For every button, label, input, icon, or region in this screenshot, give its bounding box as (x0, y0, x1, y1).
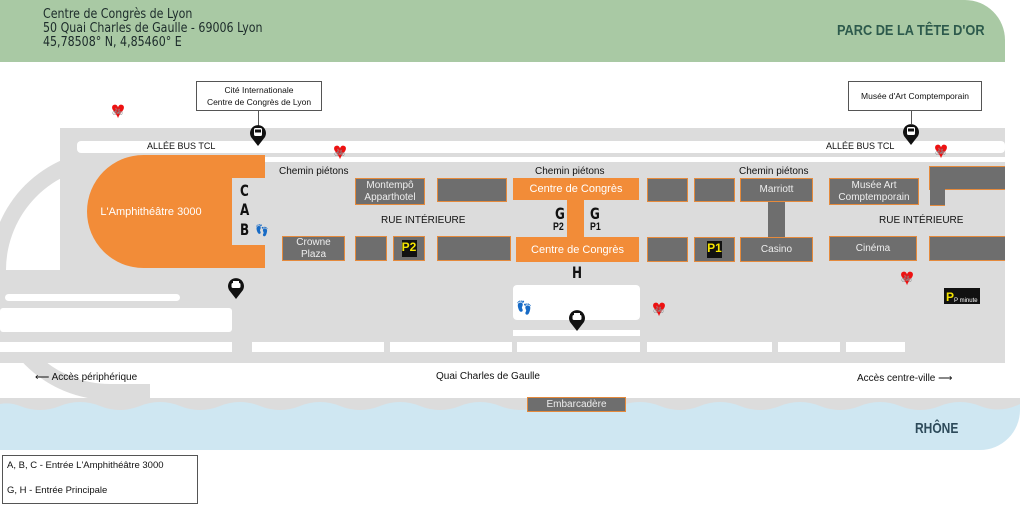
montempo-apparthotel[interactable]: Montempô Apparthotel (355, 178, 425, 205)
entrance-g-p1: G (590, 204, 600, 223)
casino[interactable]: Casino (740, 237, 813, 262)
park-label: PARC DE LA TÊTE D'OR (837, 22, 985, 39)
bus-stop-icon[interactable] (249, 124, 267, 146)
musee-art[interactable]: Musée Art Comptemporain (829, 178, 919, 205)
amphitheatre-label: L'Amphithéâtre 3000 (100, 205, 202, 218)
building (930, 188, 945, 206)
building-label: Marriott (759, 184, 794, 195)
entrance-b: B (240, 220, 250, 239)
bike-station-icon[interactable]: ♥🚲 (651, 295, 667, 322)
bus-lane-label: ALLÉE BUS TCL (826, 141, 895, 151)
congres-connector (567, 199, 584, 239)
legend-line-gh: G, H - Entrée Principale (7, 485, 108, 496)
footprints-icon: 👣 (255, 225, 269, 237)
parking-icon: P2 (401, 240, 417, 257)
lane (0, 342, 232, 352)
bike-station-icon[interactable]: ♥🚲 (899, 264, 915, 291)
bus-stop-icon[interactable] (902, 123, 920, 145)
building-label: Casino (760, 243, 793, 255)
inner-street-label: RUE INTÉRIEURE (381, 215, 466, 226)
callout-line: Cité Internationale (224, 85, 294, 95)
plaza-strip (513, 330, 640, 336)
entrance-a: A (240, 200, 250, 219)
bus-lane (77, 141, 1005, 153)
legend-line-abc: A, B, C - Entrée L'Amphithéâtre 3000 (7, 460, 164, 471)
centre-de-congres-top[interactable]: Centre de Congrès (513, 178, 639, 200)
lane (252, 342, 384, 352)
path-label: Chemin piétons (739, 166, 809, 177)
path-label: Chemin piétons (535, 166, 605, 177)
callout-text: Musée d'Art Comptemporain (861, 91, 969, 101)
venue-address: 50 Quai Charles de Gaulle - 69006 Lyon (43, 21, 263, 36)
entrance-level-p1: P1 (590, 221, 601, 233)
bus-lane-label: ALLÉE BUS TCL (147, 141, 216, 151)
parking-icon: P1 (707, 241, 722, 258)
road-strip (5, 294, 180, 301)
parking-p1[interactable]: P1 (694, 237, 735, 262)
parking-strip (0, 308, 232, 332)
river-label: RHÔNE (915, 420, 959, 437)
taxi-car-icon[interactable] (227, 277, 245, 299)
musee-callout: Musée d'Art Comptemporain (848, 81, 982, 111)
lane (846, 342, 905, 352)
building (647, 178, 688, 202)
lane (778, 342, 840, 352)
entrance-level-p2: P2 (553, 221, 564, 233)
parking-p2[interactable]: P2 (393, 236, 425, 261)
entrance-g-p2: G (555, 204, 565, 223)
marriott-connector (768, 200, 785, 238)
exit-left-label: Accès périphérique (51, 372, 138, 383)
parking-minute-label: P minute (954, 298, 978, 304)
footprints-icon: 👣 (516, 300, 533, 315)
venue-name: Centre de Congrès de Lyon (43, 7, 193, 22)
bike-station-icon[interactable]: ♥🚲 (332, 138, 348, 165)
callout-line (258, 110, 259, 126)
building (929, 236, 1005, 261)
park-band (0, 0, 1005, 62)
building-label: Montempô Apparthotel (364, 179, 416, 203)
venue-coordinates: 45,78508° N, 4,85460° E (43, 35, 182, 50)
embarcadere[interactable]: Embarcadère (527, 397, 626, 412)
building-label: Musée Art Comptemporain (838, 179, 910, 203)
river-bank (0, 398, 1020, 410)
bike-station-icon[interactable]: ♥🚲 (110, 97, 126, 124)
building-label: Embarcadère (546, 398, 607, 410)
inner-street-label: RUE INTÉRIEURE (879, 215, 964, 226)
amphi-entrance-notch (232, 178, 265, 245)
quay-label: Quai Charles de Gaulle (436, 371, 540, 382)
callout-line (911, 110, 912, 124)
lane (517, 342, 640, 352)
cinema[interactable]: Cinéma (829, 236, 917, 261)
building (694, 178, 735, 202)
centre-de-congres-bottom[interactable]: Centre de Congrès (516, 237, 639, 262)
exit-right-label: Accès centre-ville (857, 373, 936, 384)
lane (647, 342, 772, 352)
building (437, 236, 511, 261)
building (437, 178, 507, 202)
entrance-h: H (572, 263, 583, 282)
path-label: Chemin piétons (279, 166, 349, 177)
exit-left[interactable]: ⟵ Accès périphérique (35, 372, 138, 383)
entrance-c: C (240, 181, 249, 200)
bike-station-icon[interactable]: ♥🚲 (933, 137, 949, 164)
building (647, 237, 688, 262)
legend: A, B, C - Entrée L'Amphithéâtre 3000 G, … (2, 455, 198, 504)
lane (390, 342, 512, 352)
building-label: Centre de Congrès (529, 183, 623, 195)
address-block: Centre de Congrès de Lyon 50 Quai Charle… (43, 8, 263, 50)
building (929, 166, 1005, 190)
building-label: Cinéma (855, 242, 891, 254)
exit-right[interactable]: Accès centre-ville ⟶ (857, 373, 953, 384)
crowne-plaza[interactable]: Crowne Plaza (282, 236, 345, 261)
building (355, 236, 387, 261)
marriott[interactable]: Marriott (740, 178, 813, 202)
callout-line: Centre de Congrès de Lyon (206, 97, 312, 107)
building-label: Centre de Congrès (531, 243, 624, 256)
bus-lane-edge (265, 157, 1005, 162)
taxi-car-icon[interactable] (568, 309, 586, 331)
building-label: Crowne Plaza (296, 236, 331, 260)
